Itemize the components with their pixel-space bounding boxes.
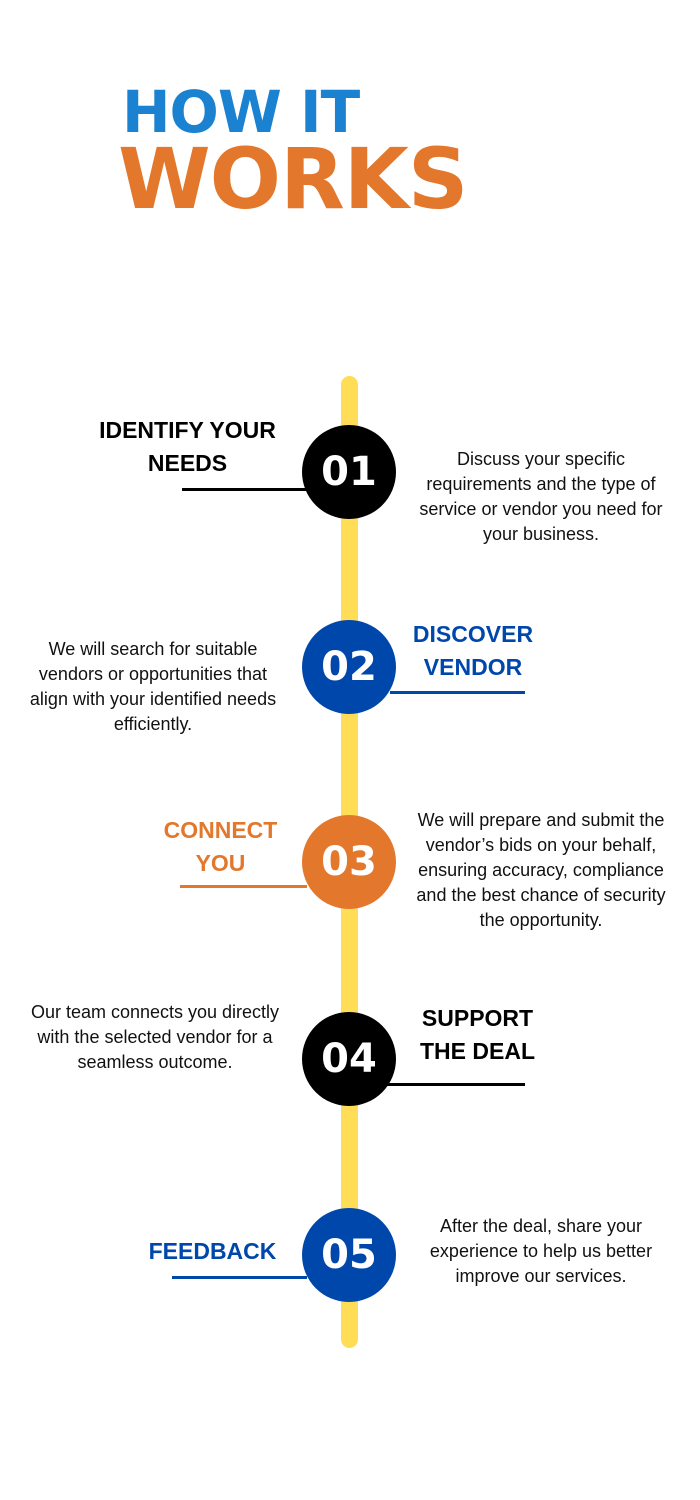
step-3-number-badge: 03 [302,815,396,909]
step-2-description: We will search for suitable vendors or o… [29,639,277,734]
title-line-2: WORKS [118,130,468,228]
step-1-heading-line-2: NEEDS [147,450,228,476]
step-4-heading-line-1: SUPPORT [421,1005,534,1031]
step-1-heading: IDENTIFY YOUR NEEDS [80,414,295,480]
step-3-description: We will prepare and submit the vendor’s … [416,810,666,930]
step-1-underline [182,488,307,491]
step-1-heading-line-1: IDENTIFY YOUR [99,417,276,443]
step-2-heading-line-2: VENDOR [423,654,523,680]
step-4-heading-line-2: THE DEAL [420,1038,535,1064]
step-3-heading-line-2: YOU [195,850,246,876]
step-4-number-badge: 04 [302,1012,396,1106]
step-5-heading: FEEDBACK [148,1238,277,1264]
step-5-description: After the deal, share your experience to… [429,1216,653,1286]
step-2-underline [390,691,525,694]
title-line-1: HOW IT [122,78,360,146]
step-5-number-badge: 05 [302,1208,396,1302]
step-2-number-badge: 02 [302,620,396,714]
step-5-underline [172,1276,307,1279]
step-2-heading: DISCOVER VENDOR [398,618,548,684]
step-4-heading: SUPPORT THE DEAL [405,1002,550,1068]
step-1-description: Discuss your specific requirements and t… [419,449,663,544]
step-4-underline [385,1083,525,1086]
step-2-heading-line-1: DISCOVER [412,621,534,647]
step-4-description: Our team connects you directly with the … [30,1002,280,1072]
step-3-heading: CONNECT YOU [148,814,293,880]
step-3-underline [180,885,307,888]
step-3-heading-line-1: CONNECT [163,817,278,843]
step-1-number-badge: 01 [302,425,396,519]
